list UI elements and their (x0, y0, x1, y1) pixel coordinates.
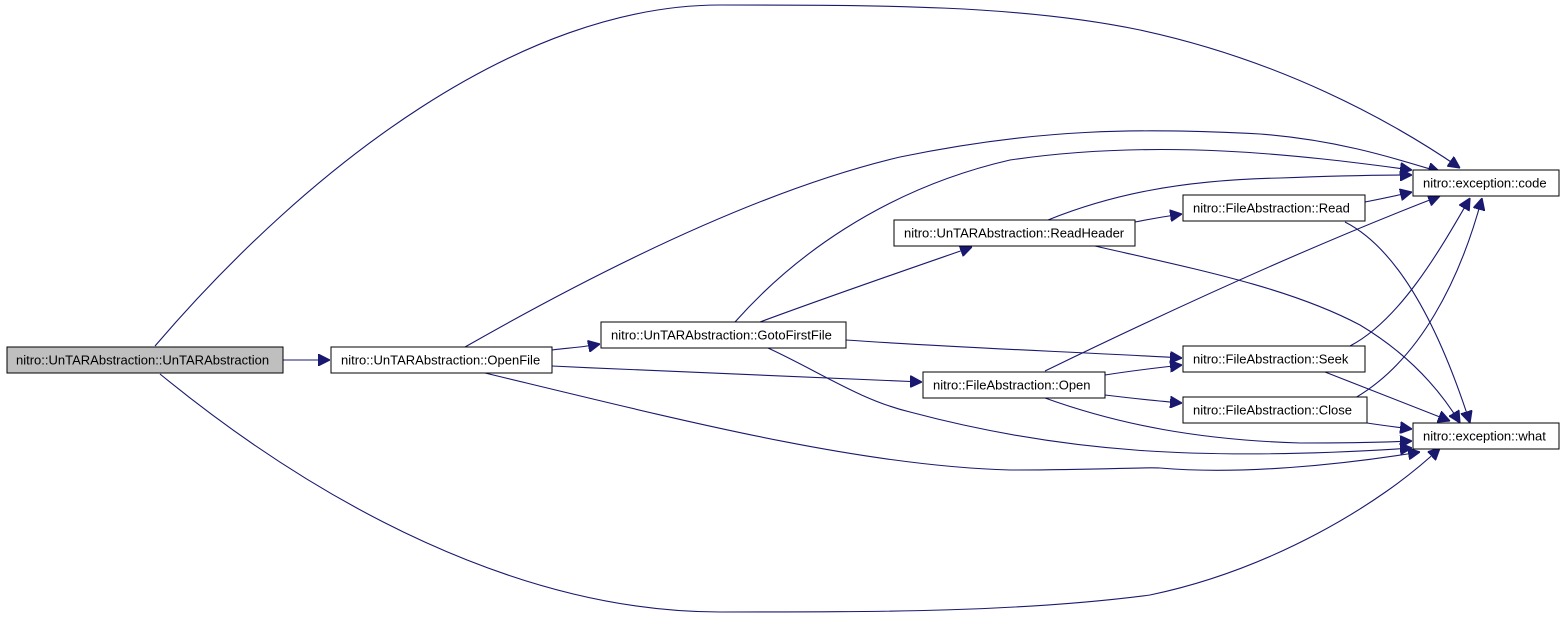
edge-untar-ctor-to-exception-code (154, 4, 1460, 347)
edge-file-read-to-exception-code (1364, 192, 1412, 203)
node-label: nitro::UnTARAbstraction::OpenFile (341, 353, 540, 368)
node-box (893, 219, 1136, 247)
edge-file-read-to-exception-what (1344, 221, 1470, 423)
edge-goto-first-file-to-file-seek (845, 339, 1182, 358)
node-box (1182, 194, 1366, 222)
node-label: nitro::FileAbstraction::Seek (1193, 352, 1349, 367)
node-exception-code[interactable]: nitro::exception::code (1412, 169, 1560, 197)
node-label: nitro::UnTARAbstraction::GotoFirstFile (611, 328, 832, 343)
node-label: nitro::FileAbstraction::Open (933, 378, 1091, 393)
node-box (6, 346, 284, 374)
edge-file-open-to-exception-what (1044, 397, 1412, 443)
node-box (1182, 396, 1368, 424)
node-label: nitro::exception::what (1423, 429, 1546, 444)
edge-open-file-to-goto-first-file (551, 344, 600, 350)
node-box (1412, 422, 1560, 450)
nodes: nitro::UnTARAbstraction::UnTARAbstractio… (6, 169, 1560, 450)
node-label: nitro::FileAbstraction::Read (1193, 201, 1350, 216)
edge-open-file-to-file-open (551, 365, 922, 382)
node-read-header[interactable]: nitro::UnTARAbstraction::ReadHeader (893, 219, 1136, 247)
node-exception-what[interactable]: nitro::exception::what (1412, 422, 1560, 450)
node-box (330, 346, 553, 374)
edges (154, 4, 1482, 613)
node-label: nitro::UnTARAbstraction::ReadHeader (904, 226, 1125, 241)
edge-file-open-to-file-close (1104, 394, 1182, 403)
node-box (922, 371, 1106, 399)
node-box (600, 321, 847, 349)
node-label: nitro::UnTARAbstraction::UnTARAbstractio… (16, 353, 269, 368)
edge-untar-ctor-to-exception-what (159, 373, 1440, 613)
edge-open-file-to-exception-code (464, 130, 1440, 348)
edge-file-seek-to-exception-what (1324, 371, 1450, 421)
node-box (1182, 345, 1366, 373)
edge-read-header-to-exception-code (1047, 175, 1412, 221)
edge-file-open-to-file-seek (1104, 365, 1182, 376)
edge-file-close-to-exception-what (1366, 423, 1412, 429)
node-label: nitro::FileAbstraction::Close (1193, 403, 1352, 418)
node-untar-ctor[interactable]: nitro::UnTARAbstraction::UnTARAbstractio… (6, 346, 284, 374)
node-file-open[interactable]: nitro::FileAbstraction::Open (922, 371, 1106, 399)
node-file-seek[interactable]: nitro::FileAbstraction::Seek (1182, 345, 1366, 373)
edge-goto-first-file-to-read-header (759, 247, 972, 323)
node-goto-first-file[interactable]: nitro::UnTARAbstraction::GotoFirstFile (600, 321, 847, 349)
edge-open-file-to-exception-what (484, 372, 1420, 471)
edge-goto-first-file-to-exception-what (767, 347, 1412, 454)
edge-read-header-to-file-read (1134, 214, 1182, 223)
node-open-file[interactable]: nitro::UnTARAbstraction::OpenFile (330, 346, 553, 374)
node-label: nitro::exception::code (1423, 176, 1547, 191)
node-box (1412, 169, 1560, 197)
edge-file-seek-to-exception-code (1349, 198, 1470, 347)
edge-file-open-to-exception-code (1044, 196, 1440, 372)
edge-read-header-to-exception-what (1094, 245, 1460, 423)
edge-file-close-to-exception-code (1354, 198, 1482, 399)
node-file-read[interactable]: nitro::FileAbstraction::Read (1182, 194, 1366, 222)
node-file-close[interactable]: nitro::FileAbstraction::Close (1182, 396, 1368, 424)
edge-goto-first-file-to-exception-code (734, 148, 1412, 323)
